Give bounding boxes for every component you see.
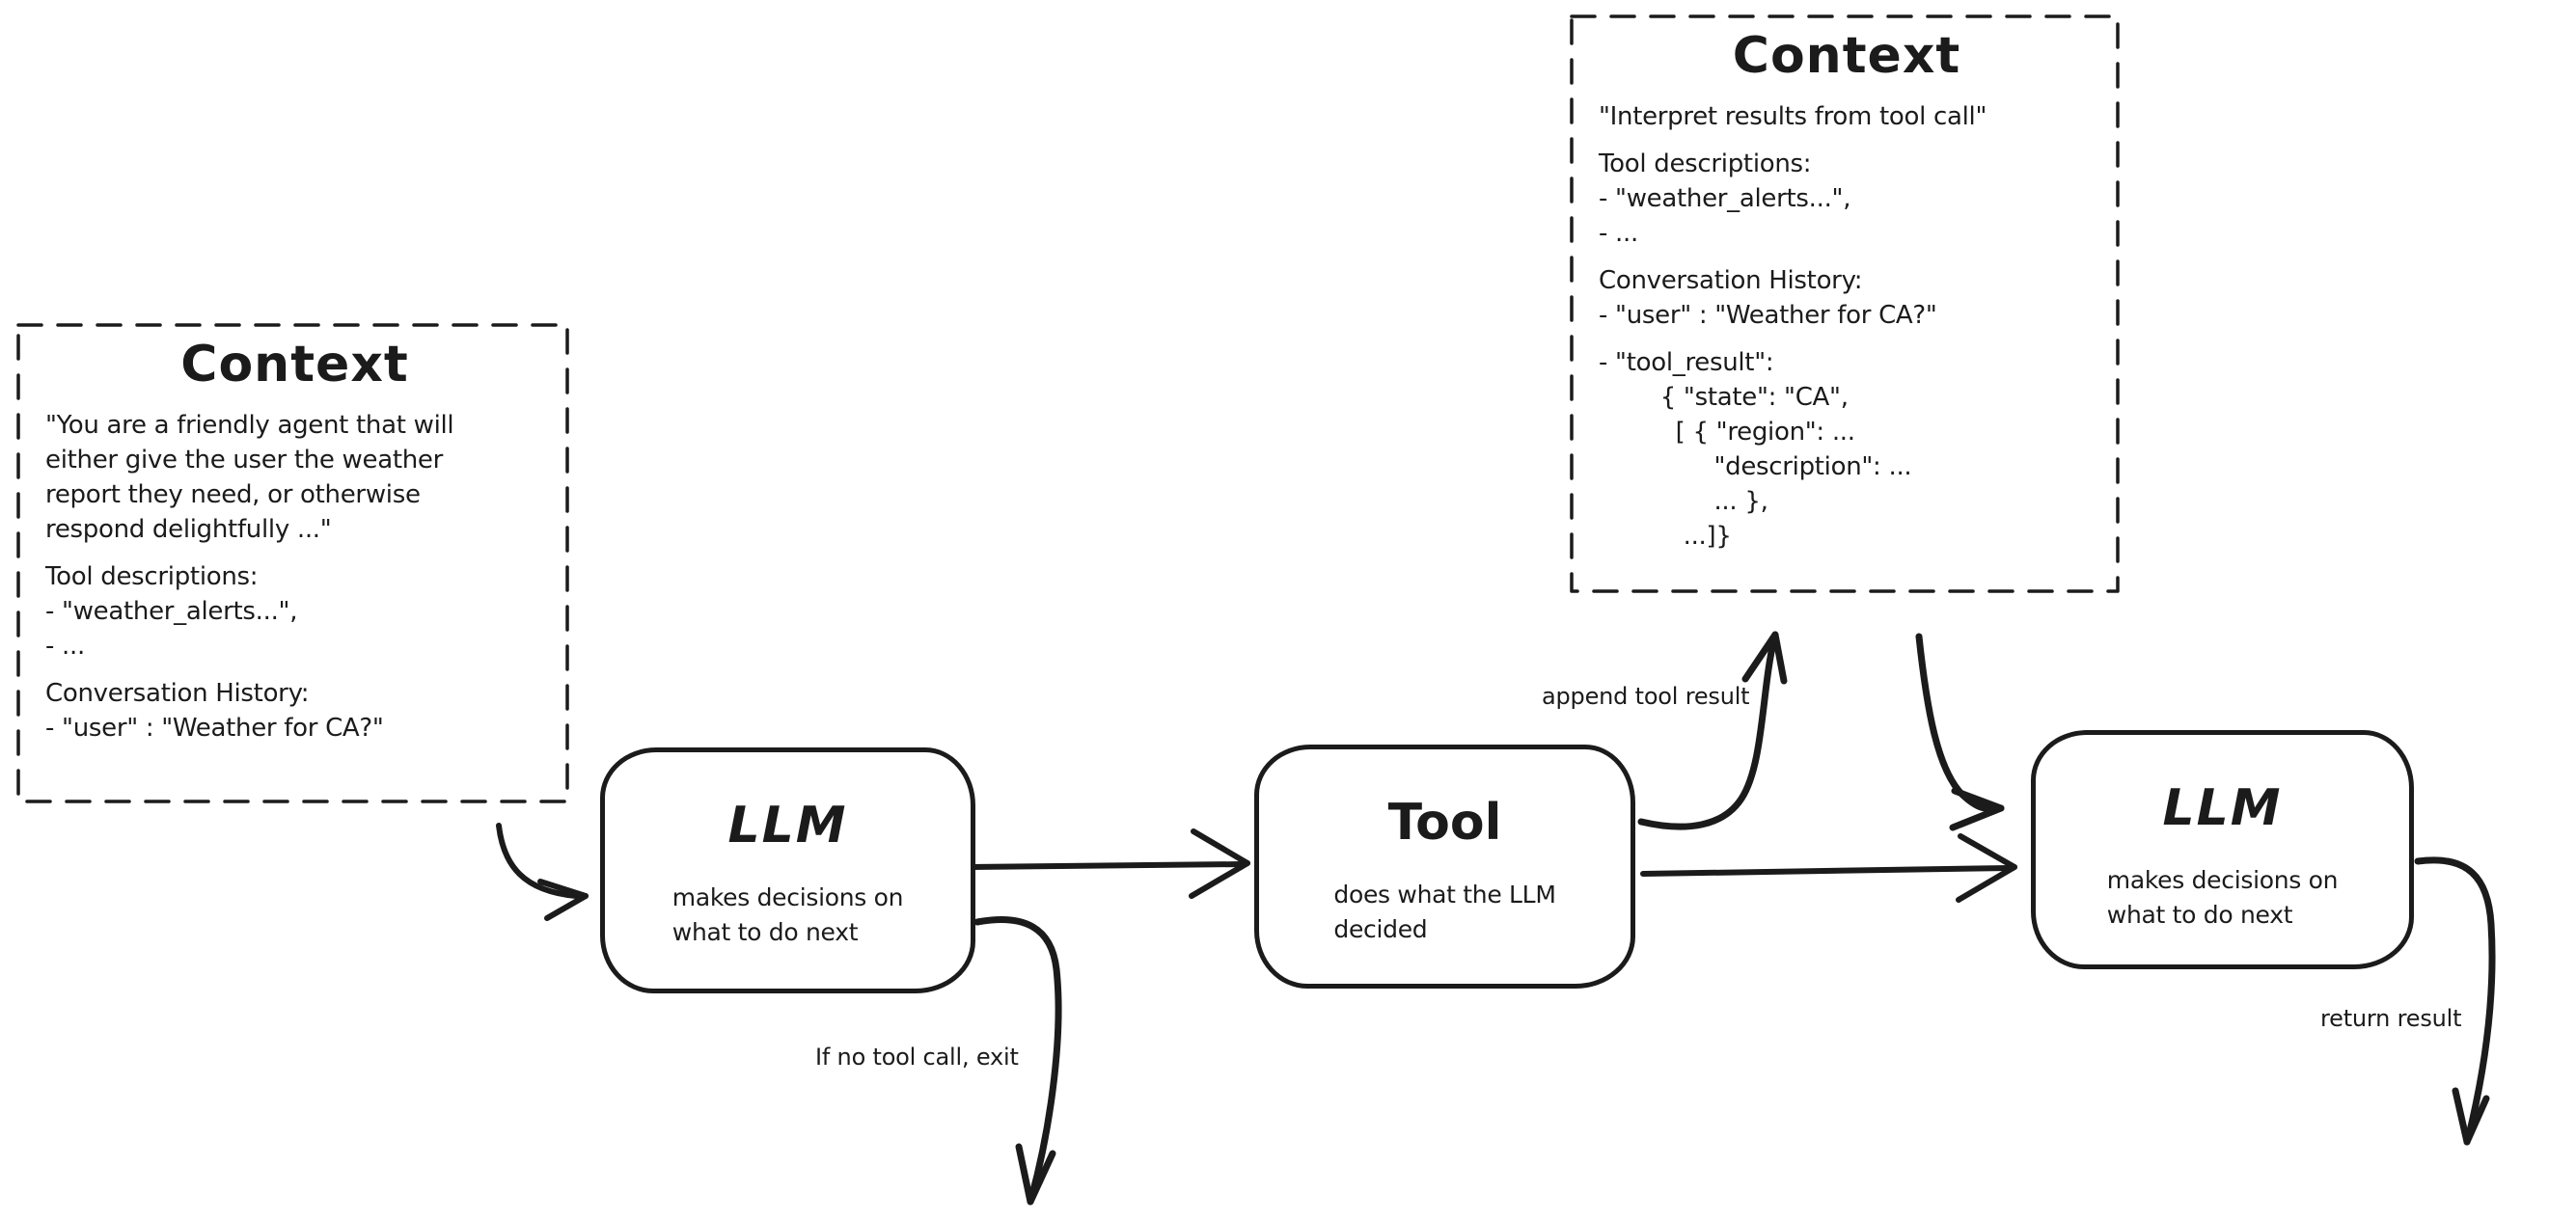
node-llm-2-subtitle: makes decisions on what to do next: [2106, 866, 2339, 930]
arrow-tool-to-llm2: [1640, 833, 2017, 903]
node-llm-2-title: LLM: [2162, 779, 2283, 837]
context-left-title: Context: [180, 336, 409, 393]
node-llm-1: LLM makes decisions on what to do next: [600, 747, 975, 993]
arrow-context-left-to-llm1: [496, 823, 589, 921]
node-llm-2: LLM makes decisions on what to do next: [2031, 730, 2414, 969]
arrow-tool-to-context-top: [1637, 631, 1788, 830]
context-top-body: "Interpret results from tool call"Tool d…: [1599, 101, 1987, 551]
label-return-result: return result: [2320, 1005, 2462, 1032]
arrow-llm2-return: [2414, 856, 2496, 1146]
node-tool-title: Tool: [1387, 794, 1502, 852]
node-tool-subtitle: does what the LLM decided: [1333, 881, 1556, 944]
context-left-box: Context "You are a friendly agent that w…: [16, 323, 569, 803]
arrow-llm1-to-tool: [970, 828, 1250, 899]
label-if-no-tool-call-exit: If no tool call, exit: [815, 1044, 1019, 1071]
node-llm-1-subtitle: makes decisions on what to do next: [671, 883, 904, 947]
context-top-box: Context "Interpret results from tool cal…: [1570, 14, 2120, 593]
context-top-title: Context: [1732, 27, 1961, 85]
label-append-tool-result: append tool result: [1542, 683, 1750, 710]
node-tool: Tool does what the LLM decided: [1254, 745, 1635, 989]
arrow-context-top-to-llm2: [1915, 633, 2005, 831]
node-llm-1-title: LLM: [727, 797, 848, 855]
